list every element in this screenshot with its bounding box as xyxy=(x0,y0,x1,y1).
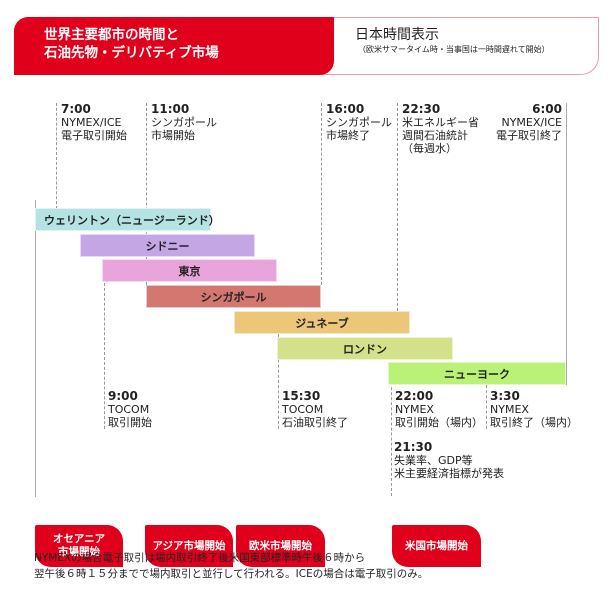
footer-note-line2: 翌午後６時１５分までで場内取引と並行して行われる。ICEの場合は電子取引のみ。 xyxy=(34,568,429,580)
title-line2: 石油先物・デリバティブ市場 xyxy=(44,45,219,61)
bar-london: ロンドン xyxy=(277,337,453,360)
event-16-00: 16:00 シンガポール 市場終了 xyxy=(326,102,392,143)
bar-sydney: シドニー xyxy=(80,234,255,257)
left-axis-line xyxy=(35,200,36,497)
event-text: 市場開始 xyxy=(151,129,195,142)
line-11-00 xyxy=(146,103,147,285)
event-time: 11:00 xyxy=(151,102,190,116)
event-9-00: 9:00 TOCOM 取引開始 xyxy=(108,389,152,430)
event-time: 22:30 xyxy=(402,102,441,116)
event-time: 3:30 xyxy=(490,389,520,403)
event-3-30: 3:30 NYMEX 取引終了（場内） xyxy=(490,389,578,430)
footer-note-line1: NYMEXの場合電子取引は場内取引終了後米国東部標準時午後６時から xyxy=(34,552,366,564)
line-7-00 xyxy=(56,103,57,209)
tab-oceania-open: オセアニア市場開始 xyxy=(35,525,123,567)
event-text: TOCOM xyxy=(108,403,150,416)
bar-new-york: ニューヨーク xyxy=(388,362,566,385)
event-22-00: 22:00 NYMEX 取引開始（場内） xyxy=(395,389,483,430)
event-7-00: 7:00 NYMEX/ICE 電子取引開始 xyxy=(61,102,127,143)
bar-wellington: ウェリントン（ニュージーランド） xyxy=(35,208,220,231)
line-9-00 xyxy=(104,283,105,429)
line-22-30 xyxy=(397,103,398,311)
tab-euro-us-open: 欧米市場開始 xyxy=(236,525,325,567)
event-text: 取引開始（場内） xyxy=(395,416,483,429)
event-text: 失業率、GDP等 xyxy=(394,454,473,467)
event-22-30: 22:30 米エネルギー省 週間石油統計 （毎週水） xyxy=(402,102,479,156)
tab-us-open: 米国市場開始 xyxy=(392,525,481,567)
event-text: 取引終了（場内） xyxy=(490,416,578,429)
event-time: 21:30 xyxy=(394,440,433,454)
event-text: NYMEX xyxy=(490,403,529,416)
event-text: 米主要経済指標が発表 xyxy=(394,467,504,480)
event-21-30: 21:30 失業率、GDP等 米主要経済指標が発表 xyxy=(394,440,504,481)
header-right-panel xyxy=(320,17,599,75)
event-time: 22:00 xyxy=(395,389,434,403)
line-22-00 xyxy=(391,362,392,496)
line-16-00 xyxy=(321,103,322,285)
display-label: 日本時間表示 xyxy=(355,27,439,43)
event-time: 7:00 xyxy=(61,102,91,116)
event-text: NYMEX/ICE xyxy=(501,116,562,129)
header-title-panel: 世界主要都市の時間と 石油先物・デリバティブ市場 xyxy=(14,17,334,75)
event-6-00: 6:00 NYMEX/ICE 電子取引終了 xyxy=(496,102,562,143)
line-15-30 xyxy=(278,334,279,429)
event-text: 米エネルギー省 xyxy=(402,116,479,129)
event-time: 6:00 xyxy=(532,102,562,116)
event-text: 取引開始 xyxy=(108,416,152,429)
title-line1: 世界主要都市の時間と xyxy=(44,27,179,43)
event-text: シンガポール xyxy=(326,116,392,129)
event-text: 電子取引終了 xyxy=(496,129,562,142)
event-text: NYMEX/ICE xyxy=(61,116,122,129)
tab-label: 市場開始 xyxy=(57,546,100,558)
event-text: NYMEX xyxy=(395,403,434,416)
event-11-00: 11:00 シンガポール 市場開始 xyxy=(151,102,217,143)
tab-asia-open: アジア市場開始 xyxy=(145,525,233,567)
event-text: （毎週水） xyxy=(402,142,457,155)
event-time: 9:00 xyxy=(108,389,138,403)
bar-singapore: シンガポール xyxy=(146,285,321,308)
line-3-30 xyxy=(486,385,487,429)
event-15-30: 15:30 TOCOM 石油取引終了 xyxy=(282,389,348,430)
event-text: 電子取引開始 xyxy=(61,129,127,142)
tab-label: オセアニア xyxy=(52,533,106,545)
event-time: 16:00 xyxy=(326,102,365,116)
event-text: 週間石油統計 xyxy=(402,129,468,142)
event-text: 石油取引終了 xyxy=(282,416,348,429)
display-note: （欧米サマータイム時・当事国は一時間遅れて開始） xyxy=(358,45,550,54)
line-6-00 xyxy=(566,103,567,385)
bar-tokyo: 東京 xyxy=(102,259,277,282)
event-text: TOCOM xyxy=(282,403,324,416)
bar-geneva: ジュネーブ xyxy=(234,311,410,334)
event-time: 15:30 xyxy=(282,389,321,403)
event-text: シンガポール xyxy=(151,116,217,129)
event-text: 市場終了 xyxy=(326,129,370,142)
